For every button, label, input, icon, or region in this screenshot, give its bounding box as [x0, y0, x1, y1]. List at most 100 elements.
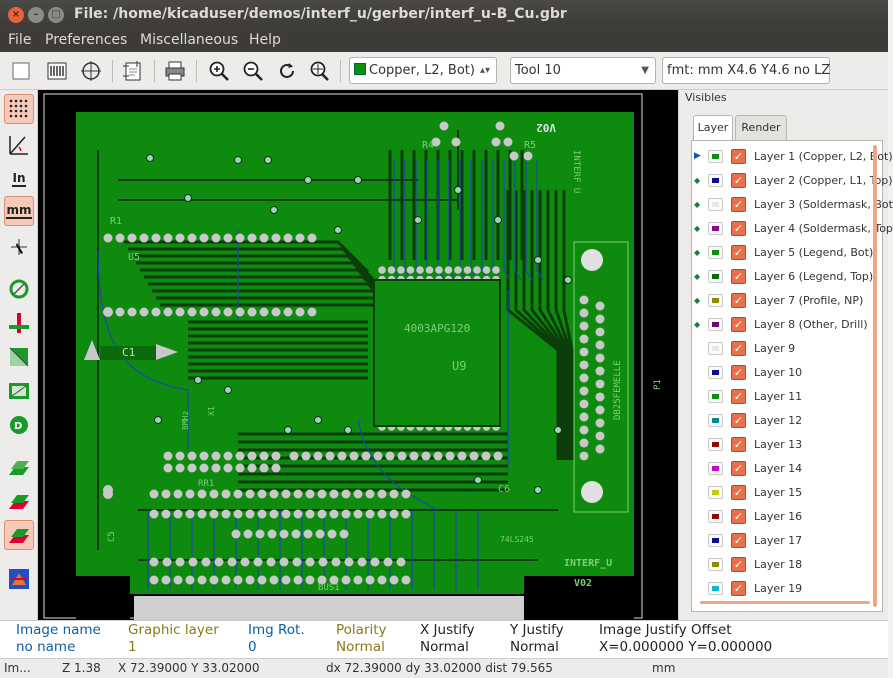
layer-row[interactable]: ◆✓Layer 7 (Profile, NP)	[692, 289, 882, 313]
units-mm-button[interactable]: mm	[4, 196, 34, 226]
pad	[344, 557, 354, 567]
layer-row[interactable]: ✓Layer 12	[692, 409, 882, 433]
zoom-in-button[interactable]	[206, 58, 232, 84]
layer-visible-checkbox[interactable]: ✓	[731, 197, 746, 212]
layers-manager-button[interactable]	[4, 564, 34, 594]
tool-select[interactable]: Tool 10 ▼	[510, 57, 656, 84]
layer-color-swatch[interactable]	[708, 198, 723, 211]
layer-visible-checkbox[interactable]: ✓	[731, 461, 746, 476]
grid-toggle-button[interactable]	[4, 94, 34, 124]
pad	[267, 529, 277, 539]
zoom-out-button[interactable]	[240, 58, 266, 84]
layer-visible-checkbox[interactable]: ✓	[731, 317, 746, 332]
redraw-button[interactable]	[274, 58, 300, 84]
layers-transparent-button[interactable]	[4, 486, 34, 516]
layer-visible-checkbox[interactable]: ✓	[731, 269, 746, 284]
layer-color-swatch[interactable]	[708, 342, 723, 355]
layer-visible-checkbox[interactable]: ✓	[731, 533, 746, 548]
open-drill-button[interactable]	[78, 58, 104, 84]
zoom-fit-button[interactable]	[306, 58, 332, 84]
menu-help[interactable]: Help	[249, 32, 281, 48]
layer-row[interactable]: ✓Layer 17	[692, 529, 882, 553]
layer-color-swatch[interactable]	[708, 534, 723, 547]
window-minimize-button[interactable]: –	[28, 7, 44, 23]
layer-color-swatch[interactable]	[708, 486, 723, 499]
pad	[373, 451, 383, 461]
layer-row[interactable]: ▶✓Layer 1 (Copper, L2, Bot)	[692, 145, 893, 169]
layers-diff-mode-button[interactable]	[4, 452, 34, 482]
menu-miscellaneous[interactable]: Miscellaneous	[140, 32, 239, 48]
layer-row[interactable]: ✓Layer 16	[692, 505, 882, 529]
layer-color-swatch[interactable]	[708, 174, 723, 187]
pad	[221, 509, 231, 519]
layer-visible-checkbox[interactable]: ✓	[731, 509, 746, 524]
layer-color-swatch[interactable]	[708, 582, 723, 595]
layer-list-scrollbar[interactable]	[873, 145, 877, 607]
flashed-items-sketch-button[interactable]	[4, 274, 34, 304]
layer-color-swatch[interactable]	[708, 150, 723, 163]
layer-color-swatch[interactable]	[708, 438, 723, 451]
layer-row[interactable]: ✓Layer 11	[692, 385, 882, 409]
layer-row[interactable]: ✓Layer 14	[692, 457, 882, 481]
layer-row[interactable]: ✓Layer 9	[692, 337, 882, 361]
layer-row[interactable]: ✓Layer 10	[692, 361, 882, 385]
window-title: File: /home/kicaduser/demos/interf_u/ger…	[74, 6, 567, 22]
layer-visible-checkbox[interactable]: ✓	[731, 365, 746, 380]
layer-color-swatch[interactable]	[708, 222, 723, 235]
layer-color-swatch[interactable]	[708, 414, 723, 427]
layer-visible-checkbox[interactable]: ✓	[731, 389, 746, 404]
tab-render[interactable]: Render	[735, 115, 787, 140]
layer-row[interactable]: ✓Layer 19	[692, 577, 882, 601]
layers-stacked-mode-button[interactable]	[4, 520, 34, 550]
layer-visible-checkbox[interactable]: ✓	[731, 173, 746, 188]
layer-visible-checkbox[interactable]: ✓	[731, 341, 746, 356]
layer-row[interactable]: ◆✓Layer 3 (Soldermask, Bot	[692, 193, 893, 217]
dcodes-display-button[interactable]: D	[4, 410, 34, 440]
svg-text:D: D	[14, 421, 22, 432]
layer-color-swatch[interactable]	[708, 270, 723, 283]
menu-file[interactable]: File	[8, 32, 32, 48]
page-settings-button[interactable]	[120, 58, 146, 84]
layer-color-swatch[interactable]	[708, 558, 723, 571]
print-button[interactable]	[162, 58, 188, 84]
layer-color-swatch[interactable]	[708, 294, 723, 307]
layer-select[interactable]: Copper, L2, Bot) ▴▾	[349, 57, 497, 84]
layer-color-swatch[interactable]	[708, 366, 723, 379]
layer-row[interactable]: ◆✓Layer 8 (Other, Drill)	[692, 313, 882, 337]
layer-color-swatch[interactable]	[708, 390, 723, 403]
negative-objects-button[interactable]	[4, 376, 34, 406]
layer-row[interactable]: ✓Layer 13	[692, 433, 882, 457]
layer-color-swatch[interactable]	[708, 462, 723, 475]
layer-row[interactable]: ◆✓Layer 4 (Soldermask, Top	[692, 217, 893, 241]
pcb-canvas[interactable]: 4003APG120 U9 C1 U5 R1 R4 R5 C6 RR1 BUS1…	[38, 90, 678, 620]
window-close-button[interactable]: ×	[8, 7, 24, 23]
layer-visible-checkbox[interactable]: ✓	[731, 221, 746, 236]
clear-board-button[interactable]	[8, 58, 34, 84]
layer-visible-checkbox[interactable]: ✓	[731, 413, 746, 428]
layer-visible-checkbox[interactable]: ✓	[731, 557, 746, 572]
layer-row[interactable]: ✓Layer 18	[692, 553, 882, 577]
layer-row[interactable]: ✓Layer 15	[692, 481, 882, 505]
layer-color-swatch[interactable]	[708, 246, 723, 259]
layer-visible-checkbox[interactable]: ✓	[731, 245, 746, 260]
layer-visible-checkbox[interactable]: ✓	[731, 149, 746, 164]
layer-row[interactable]: ◆✓Layer 6 (Legend, Top)	[692, 265, 882, 289]
polar-coords-button[interactable]	[4, 130, 34, 160]
layer-visible-checkbox[interactable]: ✓	[731, 485, 746, 500]
polygons-sketch-button[interactable]	[4, 342, 34, 372]
layer-list-hscrollbar[interactable]	[700, 601, 870, 604]
layer-color-swatch[interactable]	[708, 318, 723, 331]
layer-color-swatch[interactable]	[708, 510, 723, 523]
window-maximize-button[interactable]: □	[48, 7, 64, 23]
layer-visible-checkbox[interactable]: ✓	[731, 437, 746, 452]
lines-sketch-button[interactable]	[4, 308, 34, 338]
units-inch-button[interactable]: In	[4, 164, 34, 194]
open-gerber-button[interactable]	[44, 58, 70, 84]
layer-row[interactable]: ◆✓Layer 5 (Legend, Bot)	[692, 241, 882, 265]
layer-visible-checkbox[interactable]: ✓	[731, 581, 746, 596]
tab-layer[interactable]: Layer	[693, 115, 733, 141]
menu-preferences[interactable]: Preferences	[45, 32, 128, 48]
layer-row[interactable]: ◆✓Layer 2 (Copper, L1, Top)	[692, 169, 893, 193]
layer-visible-checkbox[interactable]: ✓	[731, 293, 746, 308]
cursor-shape-button[interactable]	[4, 232, 34, 262]
